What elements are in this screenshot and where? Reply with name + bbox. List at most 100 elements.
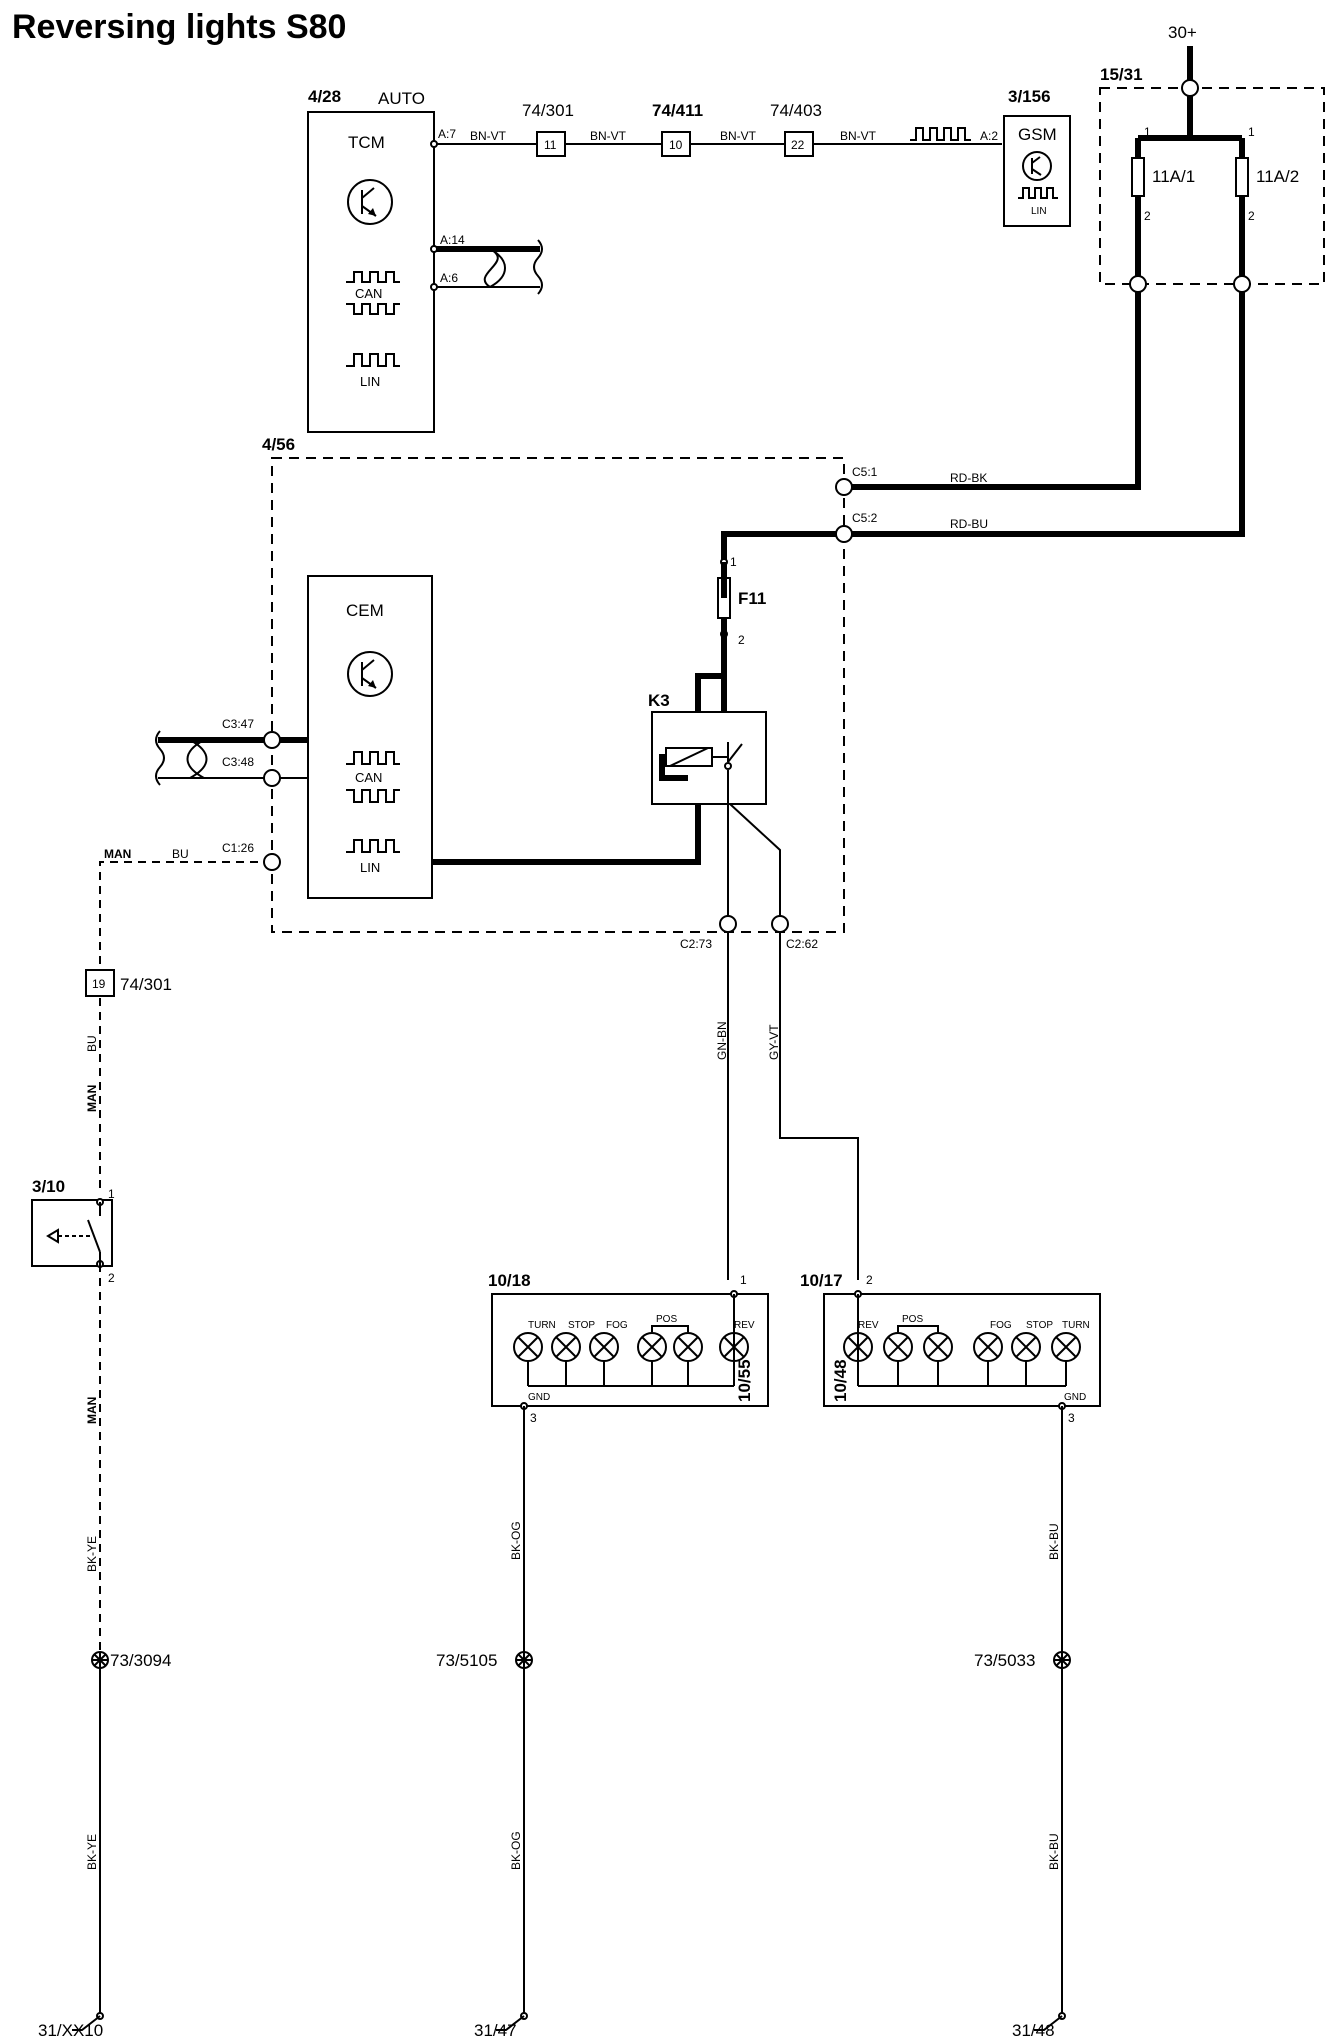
tcm-pin-a6: A:6 [440, 271, 458, 285]
wire-label-man-1: MAN [104, 847, 131, 861]
wire-label-bk-ye-2: BK-YE [85, 1834, 99, 1870]
svg-text:2: 2 [738, 633, 745, 647]
wire-label-gn-bn: GN-BN [715, 1021, 729, 1060]
rd-bk-wire [840, 292, 1141, 490]
svg-text:TURN: TURN [1062, 1320, 1090, 1331]
wire-label-bk-ye-1: BK-YE [85, 1536, 99, 1572]
tcm-module: 4/28 AUTO TCM CAN LIN [307, 87, 435, 433]
cem-can-break-icon [155, 730, 165, 786]
twisted-pair-icon [483, 248, 506, 288]
tcm-can-break-icon [533, 239, 543, 295]
svg-text:1: 1 [1144, 125, 1151, 139]
svg-text:22: 22 [791, 138, 805, 152]
fusebox-id: 15/31 [1100, 65, 1143, 84]
ground-icon-2 [496, 2015, 525, 2031]
cem-transistor-icon [347, 651, 393, 697]
connector-74-411: 10 74/411 [652, 101, 703, 157]
svg-text:STOP: STOP [568, 1320, 595, 1331]
svg-text:1: 1 [730, 555, 737, 569]
wire-label-rd-bu: RD-BU [950, 517, 988, 531]
gsm-pin-a2: A:2 [980, 129, 998, 143]
relay-k3: K3 [648, 691, 767, 806]
lamp-pos2-icon [673, 1332, 703, 1386]
fuse-f11-label: F11 [738, 589, 766, 608]
svg-text:POS: POS [902, 1314, 923, 1325]
fuse-11a-1-label: 11A/1 [1152, 167, 1195, 186]
tcm-name: TCM [348, 133, 385, 152]
cem-can-signal-low-icon [346, 789, 400, 803]
svg-text:STOP: STOP [1026, 1320, 1053, 1331]
svg-text:FOG: FOG [990, 1320, 1012, 1331]
tcm-lin-label: LIN [360, 374, 380, 389]
svg-text:2: 2 [866, 1273, 873, 1287]
ground-31-47: 31/47 [474, 2012, 528, 2040]
lamp-pos-icon [637, 1332, 667, 1386]
svg-text:REV: REV [858, 1320, 879, 1331]
switch-contact-icon [87, 1219, 101, 1253]
tcm-pin-a7: A:7 [438, 127, 456, 141]
wire-label-bk-og-2: BK-OG [509, 1831, 523, 1870]
svg-text:3: 3 [530, 1411, 537, 1425]
lamp-right-turn-icon [1051, 1332, 1081, 1386]
svg-text:11: 11 [544, 138, 557, 152]
svg-text:FOG: FOG [606, 1320, 628, 1331]
svg-text:GND: GND [528, 1392, 550, 1403]
svg-text:1: 1 [108, 1187, 115, 1201]
gsm-module: 3/156 GSM LIN [1003, 87, 1071, 227]
svg-text:REV: REV [734, 1320, 755, 1331]
connector-74-411-id: 74/411 [652, 101, 703, 120]
lamp-right-rev-icon [843, 1332, 873, 1362]
cem-pin-c3-47: C3:47 [222, 717, 254, 731]
cem-pin-c2-62: C2:62 [786, 937, 818, 951]
lamp-right-pos-icon [883, 1332, 913, 1386]
svg-text:73/5105: 73/5105 [436, 1651, 497, 1670]
switch-id: 3/10 [32, 1177, 65, 1196]
cem-pin-c5-2: C5:2 [852, 511, 878, 525]
reverse-switch-3-10: 3/10 1 2 [31, 1177, 115, 1285]
svg-text:3: 3 [1068, 1411, 1075, 1425]
svg-text:2: 2 [108, 1271, 115, 1285]
cem-name: CEM [346, 601, 384, 620]
splice-73-3094: 73/3094 [91, 1651, 171, 1670]
cem-box: CEM CAN LIN [307, 575, 433, 899]
gsm-id: 3/156 [1008, 87, 1051, 106]
rd-bu-wire [721, 292, 1245, 598]
svg-text:31/47: 31/47 [474, 2021, 517, 2040]
cem-lin-signal-icon [346, 839, 400, 853]
svg-text:10: 10 [669, 138, 683, 152]
tcm-can-signal-icon [346, 271, 400, 283]
svg-text:1: 1 [1248, 125, 1255, 139]
wire-label-gy-vt: GY-VT [767, 1024, 781, 1060]
wire-label-rd-bk: RD-BK [950, 471, 987, 485]
svg-text:GND: GND [1064, 1392, 1086, 1403]
ground-31-xx10: 31/XX10 [38, 2012, 104, 2040]
tcm-can-label: CAN [355, 286, 382, 301]
lamp-rev-icon [719, 1332, 749, 1362]
connector-74-403-id: 74/403 [770, 101, 822, 120]
svg-text:1: 1 [740, 1273, 747, 1287]
gsm-transistor-icon [1022, 151, 1052, 181]
wire-label-bn-vt-1: BN-VT [470, 129, 507, 143]
wire-label-bk-bu-2: BK-BU [1047, 1833, 1061, 1870]
lamp-fog-icon [589, 1332, 619, 1386]
cem-pin-c3-48: C3:48 [222, 755, 254, 769]
gsm-name: GSM [1018, 125, 1057, 144]
ground-icon [72, 2015, 101, 2031]
lamp-turn-icon [513, 1332, 543, 1386]
svg-text:73/3094: 73/3094 [110, 1651, 171, 1670]
svg-text:POS: POS [656, 1314, 677, 1325]
wire-label-man-3: MAN [85, 1397, 99, 1424]
svg-text:2: 2 [1144, 209, 1151, 223]
rear-lamp-10-17: 10/17 2 REV POS FOG STOP TURN 10/48 GND … [800, 1271, 1101, 1425]
wire-label-man-2: MAN [85, 1085, 99, 1112]
lamp-right-sub-id: 10/48 [831, 1359, 850, 1402]
connector-74-301-left: 19 74/301 [85, 969, 172, 997]
svg-text:73/5033: 73/5033 [974, 1651, 1035, 1670]
lamp-right-pos2-icon [923, 1332, 953, 1386]
fuse-11a-1 [1131, 157, 1145, 197]
wire-label-bk-bu-1: BK-BU [1047, 1523, 1061, 1560]
cem-twisted-pair-icon [186, 739, 208, 779]
svg-text:TURN: TURN [528, 1320, 556, 1331]
svg-text:31/XX10: 31/XX10 [38, 2021, 103, 2040]
